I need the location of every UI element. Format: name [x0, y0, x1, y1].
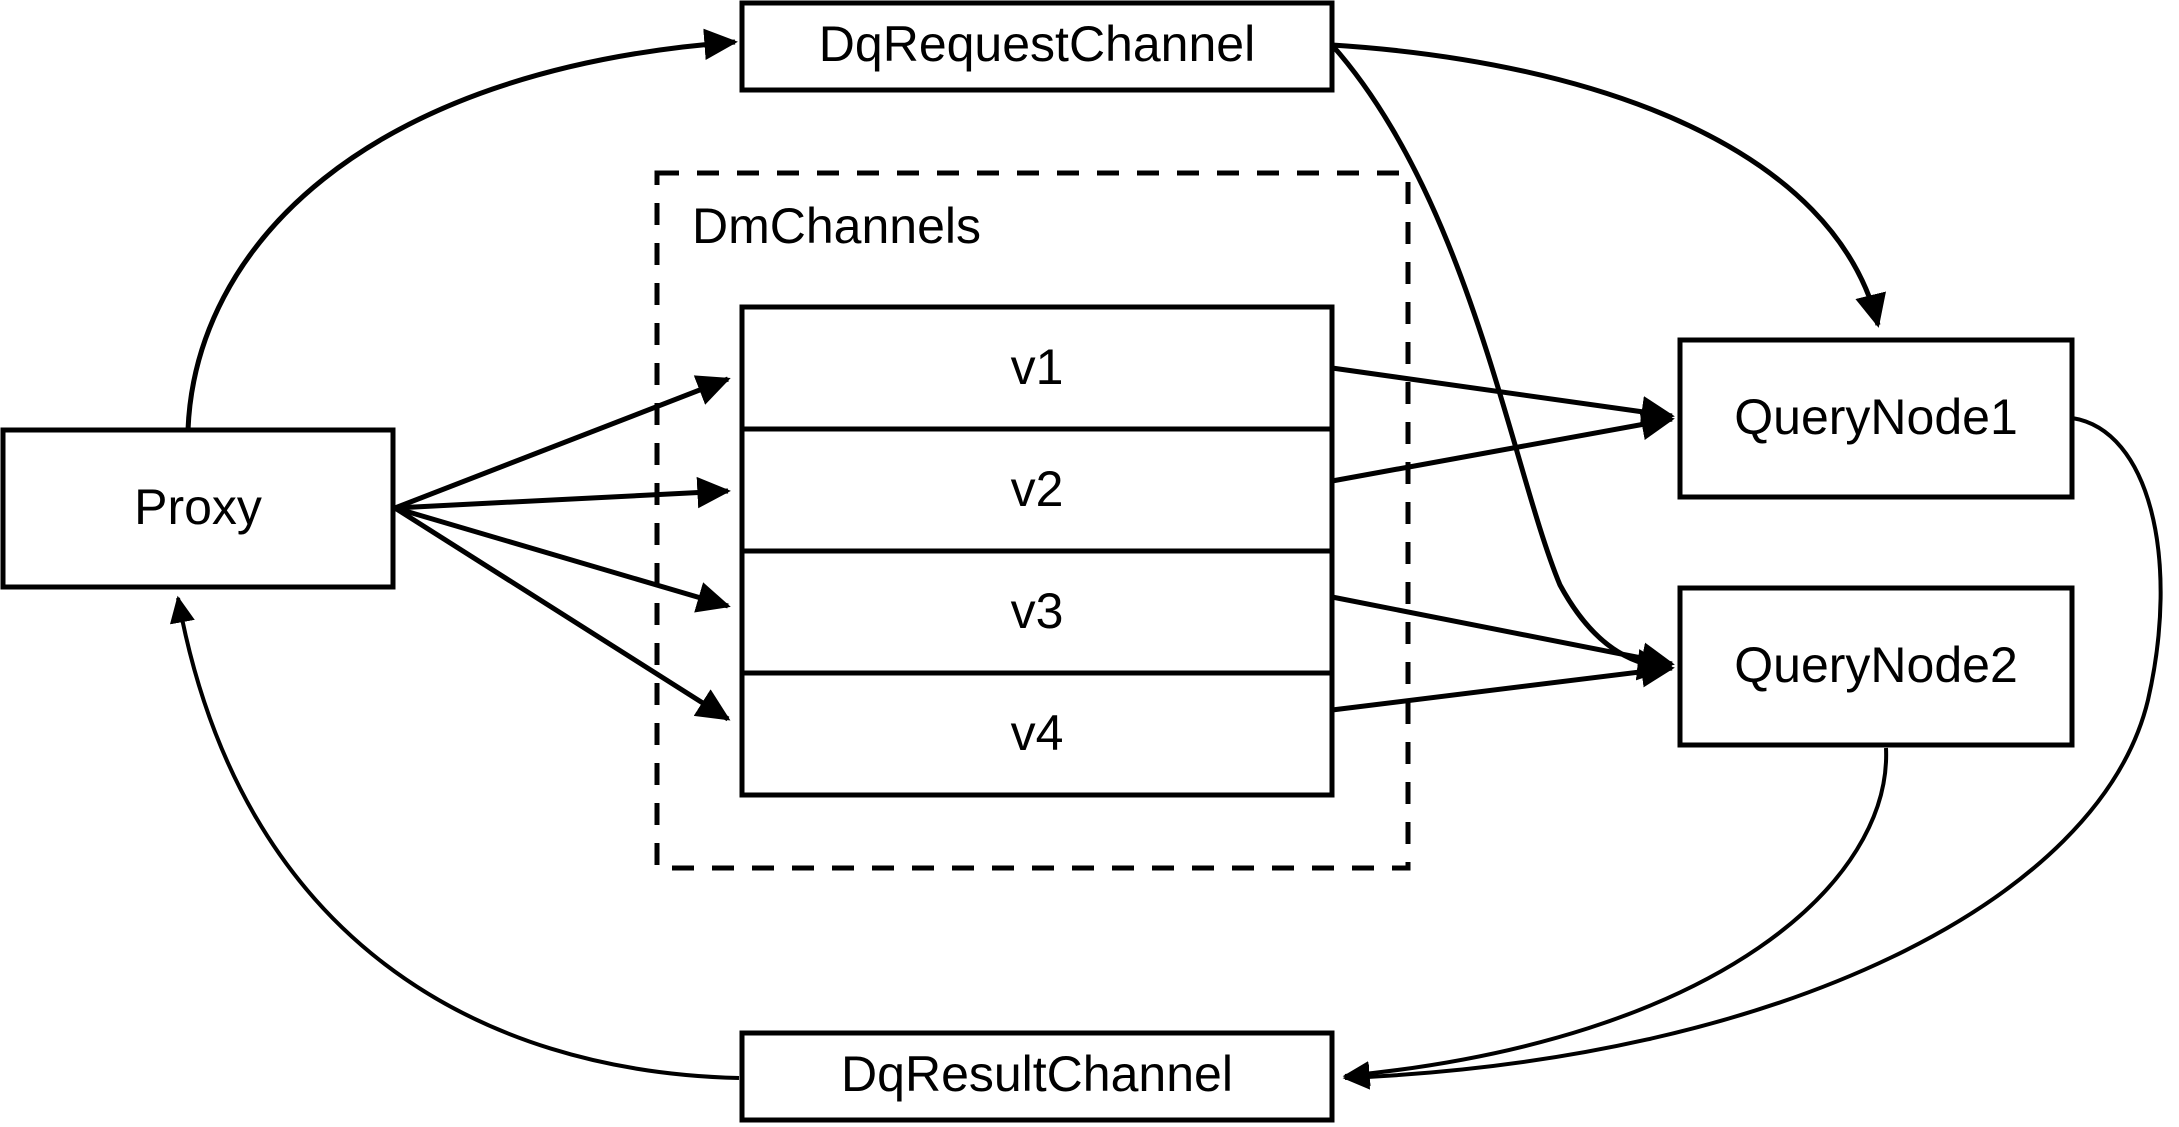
- channel-label-v4: v4: [1011, 705, 1064, 761]
- edge-dqrequestchannel-to-querynode2: [1330, 43, 1671, 681]
- channel-label-v2: v2: [1011, 461, 1064, 517]
- edge-proxy-to-dqrequestchannel: [185, 28, 738, 431]
- edge-proxy-to-v2: [394, 476, 731, 511]
- node-dqresultchannel[interactable]: [739, 1030, 1335, 1123]
- node-proxy[interactable]: [0, 427, 396, 590]
- channel-label-v3: v3: [1011, 583, 1064, 639]
- edge-v2-to-querynode1: [1331, 408, 1675, 484]
- node-querynode2[interactable]: [1677, 585, 2075, 748]
- edge-querynode1-to-dqresultchannel: [1342, 416, 2163, 1090]
- node-dqresultchannel-label: DqResultChannel: [841, 1046, 1233, 1102]
- edge-dqrequestchannel-to-querynode1: [1331, 42, 1886, 328]
- edge-proxy-to-v4: [393, 505, 731, 722]
- edge-v1-to-querynode1: [1331, 365, 1675, 428]
- node-dqrequestchannel[interactable]: [739, 0, 1335, 93]
- edge-proxy-to-v3: [394, 505, 731, 613]
- node-querynode1[interactable]: [1677, 337, 2075, 500]
- edge-querynode2-to-dqresultchannel: [1342, 747, 1889, 1087]
- edge-proxy-to-v1: [394, 375, 731, 511]
- channel-label-v1: v1: [1011, 339, 1064, 395]
- node-proxy-label: Proxy: [134, 479, 262, 535]
- node-querynode2-label: QueryNode2: [1734, 637, 2018, 693]
- dmchannels-label: DmChannels: [692, 198, 981, 254]
- node-querynode1-label: QueryNode1: [1734, 389, 2018, 445]
- dmchannels-group: [654, 170, 1411, 871]
- node-dqrequestchannel-label: DqRequestChannel: [819, 16, 1255, 72]
- edge-v4-to-querynode2: [1331, 656, 1675, 713]
- edge-v3-to-querynode2: [1331, 594, 1675, 674]
- edge-dqresultchannel-to-proxy: [169, 595, 740, 1080]
